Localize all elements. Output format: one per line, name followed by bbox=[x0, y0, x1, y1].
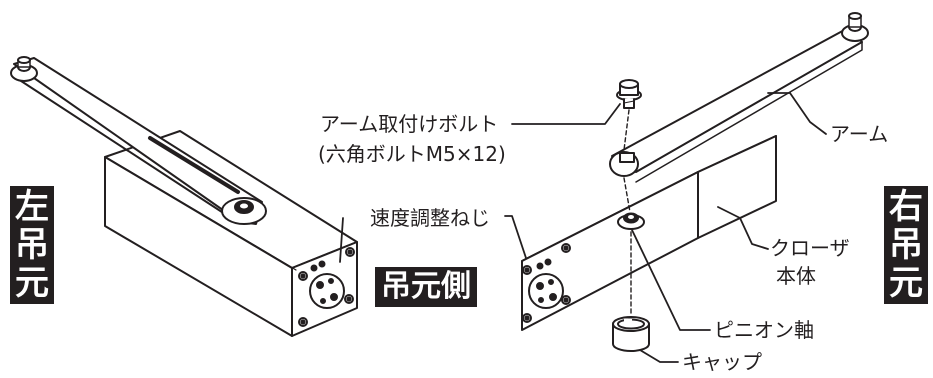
right-hinge-badge: 右 吊 元 bbox=[884, 186, 928, 304]
left-hinge-badge: 左 吊 元 bbox=[10, 186, 54, 304]
right-hinge-char-1: 右 bbox=[889, 187, 923, 227]
right-closer-face-detail bbox=[522, 243, 571, 323]
left-hinge-char-3: 元 bbox=[15, 263, 49, 303]
pinion-shaft bbox=[617, 212, 645, 230]
assembly-guide-lines bbox=[623, 109, 632, 315]
cap-label: キャップ bbox=[682, 350, 762, 374]
left-closer-face-detail bbox=[298, 247, 355, 327]
right-closer-body bbox=[521, 135, 777, 331]
arm-label: アーム bbox=[830, 122, 889, 146]
right-hinge-char-2: 吊 bbox=[889, 225, 923, 265]
closer-body-label-2: 本体 bbox=[776, 264, 816, 288]
left-hinge-char-1: 左 bbox=[15, 187, 49, 227]
pinion-shaft-label: ピニオン軸 bbox=[714, 318, 814, 342]
left-arm bbox=[10, 56, 267, 225]
right-hinge-char-3: 元 bbox=[889, 263, 923, 303]
left-hinge-char-2: 吊 bbox=[15, 225, 49, 265]
arm-bolt bbox=[616, 79, 642, 109]
speed-adjust-screw-label: 速度調整ねじ bbox=[370, 206, 490, 230]
arm-bolt-label: アーム取付けボルト bbox=[320, 112, 499, 136]
cap bbox=[612, 316, 650, 352]
leader-lines bbox=[339, 92, 827, 363]
arm-bolt-spec-label: (六角ボルトM5×12) bbox=[318, 142, 506, 166]
right-arm bbox=[609, 12, 869, 183]
closer-body-label-1: クローザ bbox=[770, 236, 850, 260]
hinge-side-badge: 吊元側 bbox=[375, 267, 477, 307]
